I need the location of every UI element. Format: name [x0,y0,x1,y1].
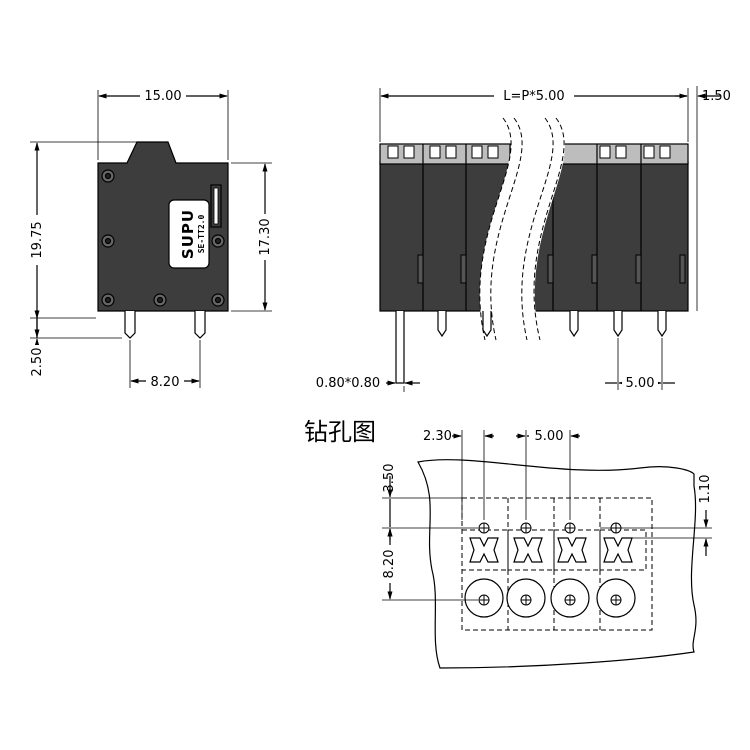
dim-side-pin-length: 2.50 [30,348,45,377]
side-pin-left [124,311,136,339]
dim-drill-1-10: 1.10 [698,475,713,504]
dim-drill-8-20: 8.20 [382,550,397,579]
dim-drill-3-50: 3.50 [382,464,397,493]
footprint-modules [461,498,647,630]
side-holes [101,169,225,307]
large-holes [464,578,636,618]
dim-front-pin-size: 0.80*0.80 [316,376,380,391]
dim-side-height-total: 19.75 [30,221,45,258]
front-pins [395,311,667,384]
front-side-slots [417,254,686,284]
dim-front-pitch: 5.00 [626,376,655,391]
drill-view: 钻孔图 [304,418,713,669]
large-hole-centers [478,594,622,606]
side-body [97,141,229,312]
front-view: L=P*5.00 1.50 0.80*0.80 5.00 [310,86,731,392]
logo-text: SUPU [179,209,197,259]
side-view: SUPU SE-TT2.0 15.00 19.75 17.30 2.50 [27,88,273,390]
drill-title: 钻孔图 [304,418,376,446]
dim-front-length: L=P*5.00 [503,89,564,104]
front-top-notches [387,145,671,159]
pcb-outline [417,459,697,669]
dim-side-width: 15.00 [144,89,181,104]
cross-slots [469,537,633,563]
dim-drill-pitch: 5.00 [535,429,564,444]
dim-side-pin-spacing: 8.20 [151,375,180,390]
front-break [479,118,566,340]
dim-drill-2-30: 2.30 [423,429,452,444]
dim-side-height-body: 17.30 [258,218,273,255]
model-text: SE-TT2.0 [197,215,206,254]
dim-front-offset: 1.50 [702,89,731,104]
logo-panel [168,199,210,269]
side-pin-right [194,311,206,339]
